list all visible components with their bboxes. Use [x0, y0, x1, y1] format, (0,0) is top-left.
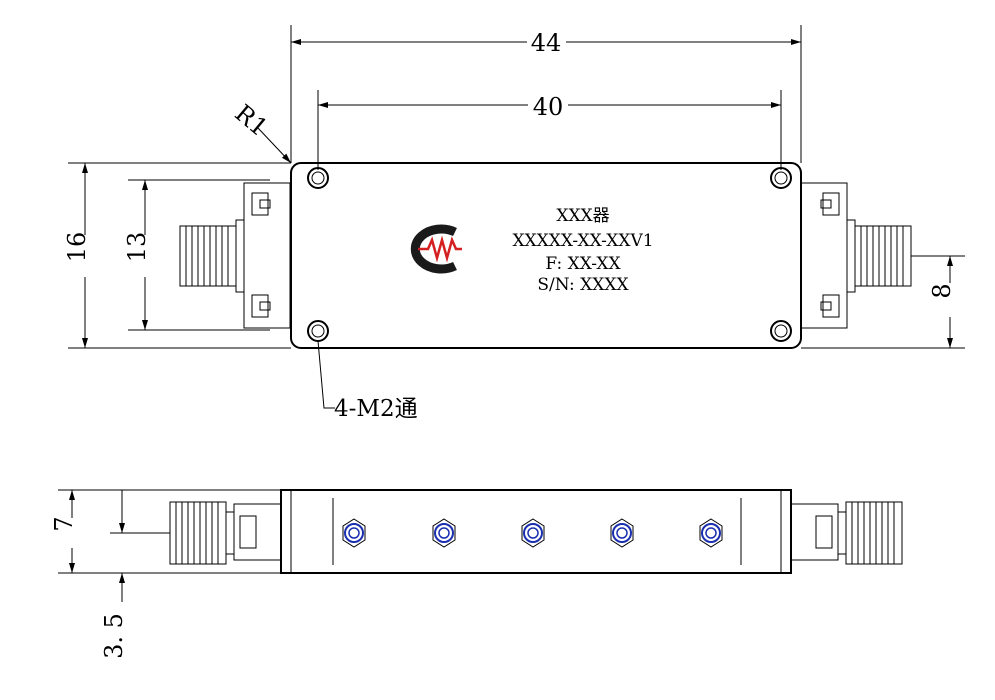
dimension-hole-spacing: 40 [317, 90, 782, 170]
dim-13-text: 13 [123, 232, 151, 263]
dim-16-text: 16 [63, 232, 91, 263]
dim-7-text: 7 [50, 516, 78, 531]
dim-40-text: 40 [533, 93, 564, 121]
label-line-2: XXXXX-XX-XXV1 [512, 231, 653, 251]
right-side-connector [790, 501, 903, 565]
left-sma-connector [179, 182, 291, 329]
left-side-connector [169, 501, 282, 565]
mounting-hole-callout: 4-M2通 [317, 340, 418, 422]
tuning-screw [699, 518, 723, 548]
dim-3-5-text: 3. 5 [100, 613, 128, 659]
dimension-connector-height: 8 [801, 255, 965, 349]
dimension-overall-height: 16 [63, 162, 291, 349]
dim-44-text: 44 [531, 29, 562, 57]
filter-body-side [280, 489, 792, 574]
label-line-4: S/N: XXXX [537, 275, 629, 295]
dimension-side-height: 7 [50, 489, 281, 574]
tuning-screw [432, 518, 456, 548]
mounting-hole [770, 167, 792, 189]
dim-r1-text: R1 [230, 99, 274, 142]
mounting-hole-text: 4-M2通 [334, 396, 418, 422]
tuning-screw [521, 518, 545, 548]
side-view: 7 3. 5 [50, 489, 903, 659]
label-line-1: XXX器 [556, 206, 609, 226]
radius-callout: R1 [230, 99, 292, 164]
dimension-side-offset: 3. 5 [100, 490, 170, 659]
dim-8-text: 8 [928, 283, 956, 298]
dimension-hole-height: 13 [123, 179, 270, 331]
product-label: XXX器 XXXXX-XX-XXV1 F: XX-XX S/N: XXXX [512, 206, 653, 295]
tuning-screw [610, 518, 634, 548]
right-sma-connector [800, 182, 912, 329]
top-view: XXX器 XXXXX-XX-XXV1 F: XX-XX S/N: XXXX 44… [63, 25, 965, 422]
company-logo [410, 224, 462, 274]
tuning-screw [342, 518, 366, 548]
mounting-hole [770, 320, 792, 342]
mounting-hole [307, 167, 329, 189]
mounting-hole [307, 320, 329, 342]
label-line-3: F: XX-XX [545, 254, 621, 274]
dimension-overall-length: 44 [290, 25, 802, 163]
